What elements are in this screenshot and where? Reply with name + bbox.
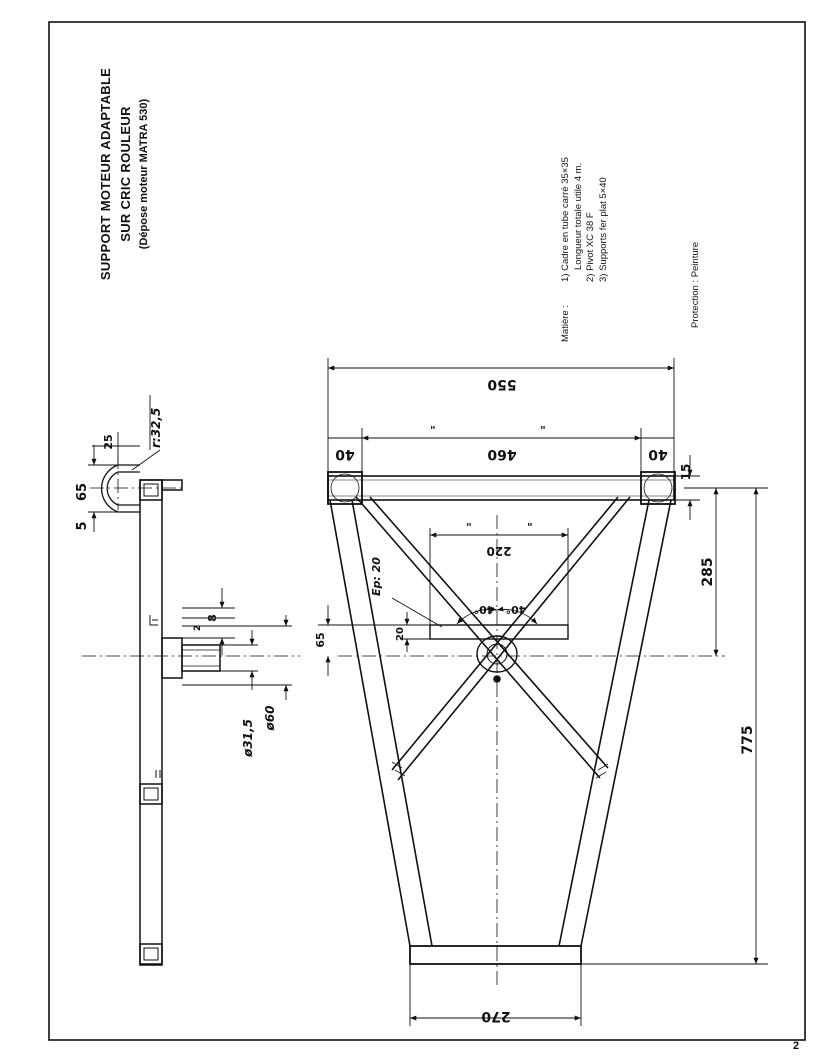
dim-775: 775 [740,725,756,754]
dimension-labels: 550 460 40 40 220 15 285 775 270 65 20 E… [314,376,756,1024]
right-pad [640,471,676,505]
materials-label: Matière : [560,305,571,342]
dim-550: 550 [487,376,516,392]
materials-block: Matière : 1) Cadre en tube carré 35×35 L… [560,157,610,342]
dim-side-5: 5 [75,521,90,530]
dim-phi-31-5: ø31,5 [241,719,255,758]
title-line-1: SUPPORT MOTEUR ADAPTABLE [98,67,113,281]
ditto-mark-1: " [430,424,436,437]
u-cradle [100,464,140,513]
side-tube [139,479,163,966]
ditto-mark-3: " [466,521,472,534]
angle-40-right: 40° [506,603,527,616]
right-leg [558,499,672,947]
title-line-2: SUR CRIC ROULEUR [118,106,133,242]
dim-15: 15 [679,464,693,481]
page-number: 2 [793,1040,800,1052]
dim-side-2: 2 [193,625,203,631]
title-line-3: (Dépose moteur MATRA 530) [138,98,150,250]
dim-270: 270 [481,1008,510,1024]
dim-radius: r:32,5 [149,408,163,448]
support-plate [429,624,569,640]
ditto-mark-2: " [540,424,546,437]
label-thickness: Ep: 20 [370,557,383,596]
dim-side-65: 65 [75,483,90,501]
material-item-1-detail: Longueur totale utile 4 m. [572,162,584,270]
dim-side-25: 25 [102,434,115,449]
material-item-1: 1) Cadre en tube carré 35×35 [560,157,571,282]
dim-40-left: 40 [335,446,355,462]
dim-285: 285 [700,557,716,586]
title-block: SUPPORT MOTEUR ADAPTABLE SUR CRIC ROULEU… [96,60,152,288]
left-leg [329,499,433,947]
dim-20: 20 [395,627,406,641]
bottom-bar [409,945,582,965]
dim-65: 65 [314,632,327,647]
pivot-boss [161,637,183,679]
ditto-mark-4: " [527,521,533,534]
angle-40-left: 40° [474,603,495,616]
protection-note: Protection : Peinture [690,241,701,328]
dim-phi-60: ø60 [263,706,277,732]
diagonal-brace-1 [355,496,609,779]
dim-side-8: 8 [206,614,219,622]
material-item-3: 3) Supports fer plat 5×40 [597,177,609,282]
sheet-border [48,21,806,1041]
dim-460: 460 [487,446,516,462]
dim-40-right: 40 [648,446,668,462]
material-item-2: 2) Pivot XC 38 F [585,212,596,282]
dim-220: 220 [486,544,511,558]
left-pad [327,471,363,505]
side-view [100,464,221,966]
top-crossbar [327,475,675,501]
